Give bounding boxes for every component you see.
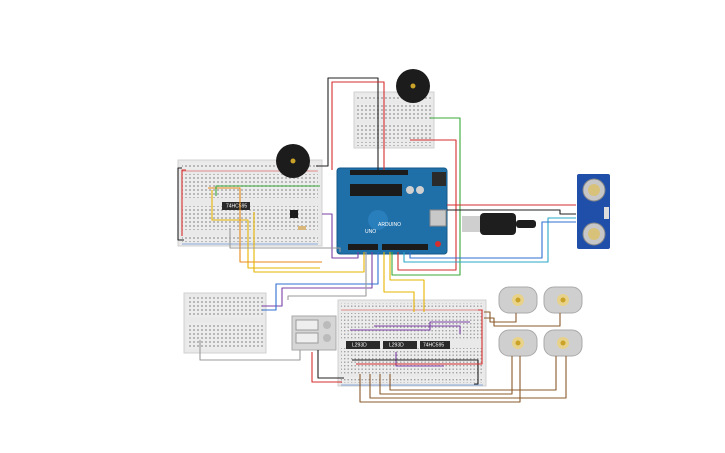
motor-3[interactable] <box>498 329 538 357</box>
resistor <box>298 226 306 230</box>
chip-4[interactable]: 74HC595 <box>420 341 450 349</box>
motor-1[interactable] <box>498 286 538 314</box>
buzzer-left[interactable] <box>276 144 310 178</box>
chip-4-label: 74HC595 <box>423 343 444 349</box>
arduino-uno[interactable]: UNO ARDUINO <box>336 167 448 255</box>
transistor <box>290 210 298 218</box>
motor-4[interactable] <box>543 329 583 357</box>
arduino-brand-label: ARDUINO <box>378 222 401 228</box>
chip-3[interactable]: L293D <box>383 341 417 349</box>
push-button-module[interactable] <box>291 315 337 351</box>
chip-2-label: L293D <box>352 343 367 349</box>
chip-1[interactable]: 74HC595 <box>222 202 250 210</box>
breadboard-bottom-left[interactable] <box>183 292 267 354</box>
power-jack <box>462 213 536 235</box>
chip-1-label: 74HC595 <box>226 204 247 210</box>
chip-3-label: L293D <box>389 343 404 349</box>
arduino-board-label: UNO <box>365 229 376 235</box>
buzzer-top[interactable] <box>396 69 430 103</box>
breadboard-top[interactable] <box>353 91 435 149</box>
ultrasonic-sensor[interactable] <box>577 174 610 249</box>
chip-2[interactable]: L293D <box>346 341 380 349</box>
wires <box>177 77 576 403</box>
motor-2[interactable] <box>543 286 583 314</box>
